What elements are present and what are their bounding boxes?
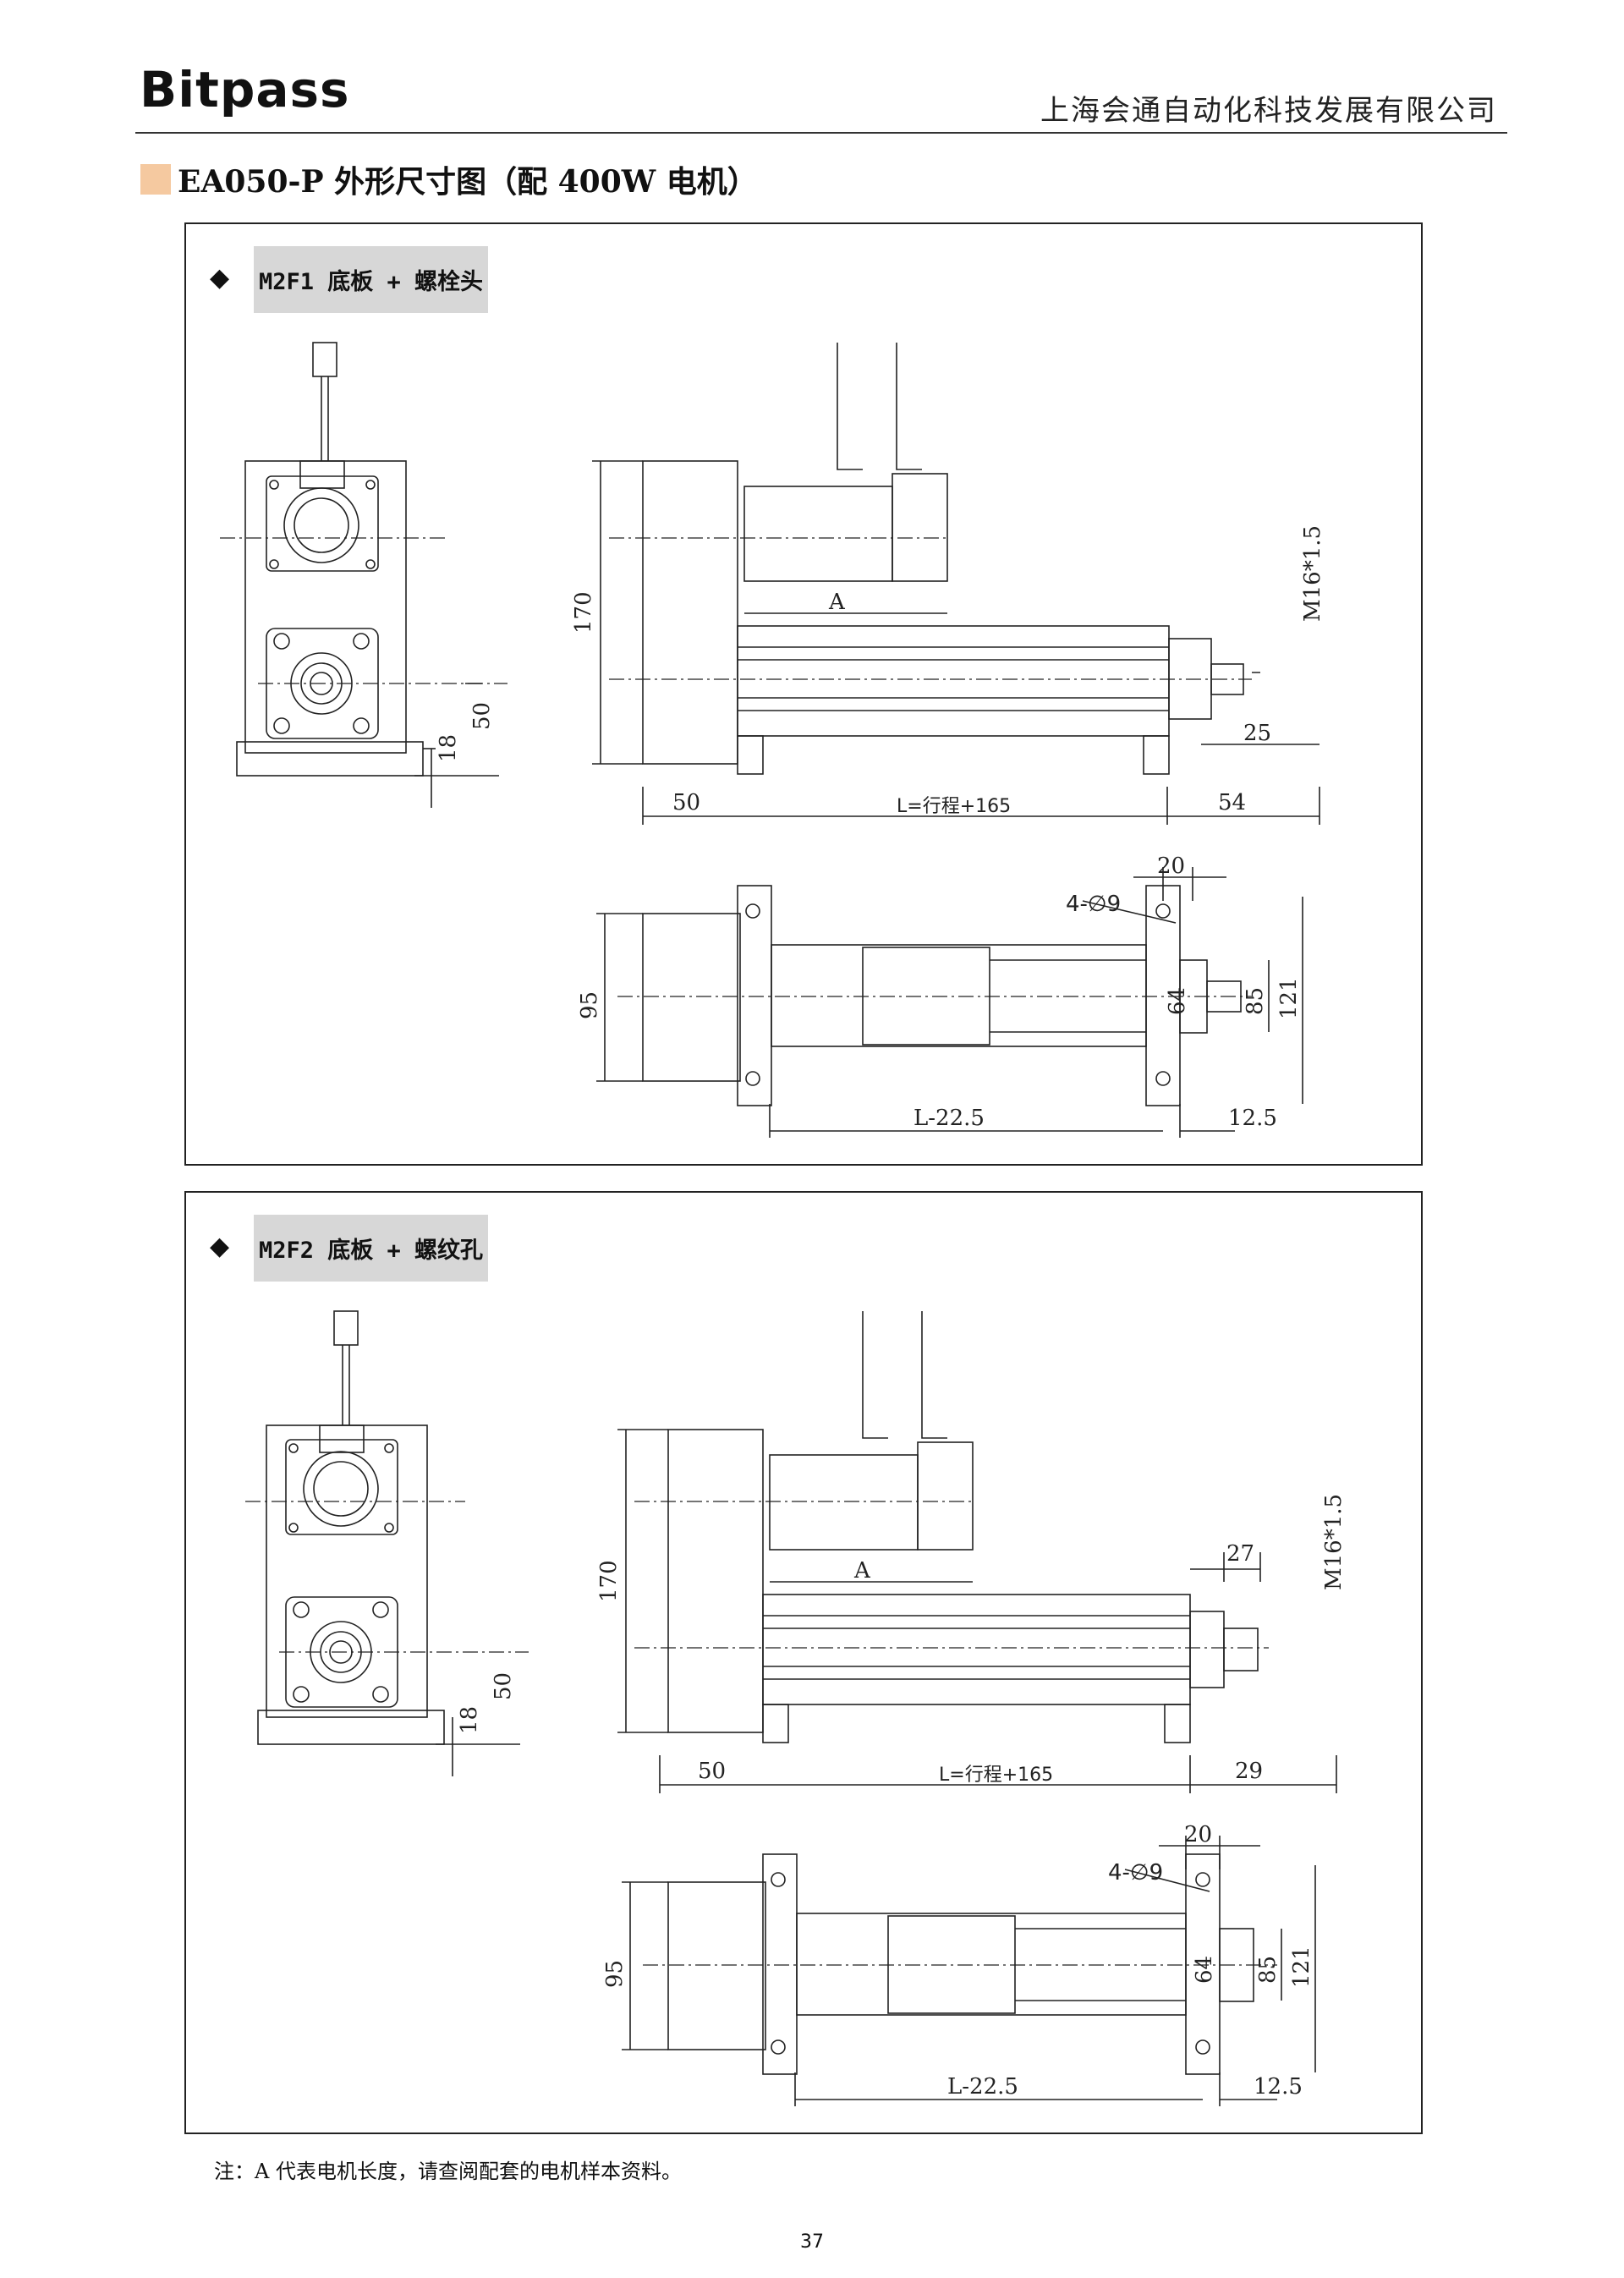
dim-50b: 50 (698, 1759, 726, 1784)
m2f2-side-dim-labels: 170 A M16*1.5 27 50 L=行程+165 29 (596, 1494, 1347, 1786)
drawing-panel-m2f2: 18 50 170 A M16*1.5 27 50 (184, 1191, 1423, 2134)
m2f1-drawing: 18 50 170 A M16*1.5 25 50 (220, 342, 1325, 1138)
dim-64: 64 (1192, 1956, 1217, 1984)
dim-A: A (828, 590, 846, 615)
dim-25: 25 (1243, 721, 1271, 746)
m2f1-side-view (592, 343, 1320, 825)
m2f2-side-view (617, 1311, 1337, 1793)
dim-95: 95 (577, 991, 602, 1019)
m2f2-front-dim-labels: 18 50 (457, 1672, 516, 1734)
dim-m16: M16*1.5 (1300, 525, 1325, 622)
dim-29: 29 (1235, 1759, 1263, 1784)
dim-85: 85 (1255, 1956, 1281, 1984)
m2f1-top-view (596, 867, 1303, 1138)
company-name: 上海会通自动化科技发展有限公司 (1040, 94, 1497, 128)
dim-50b: 50 (672, 790, 700, 815)
dim-170: 170 (596, 1560, 622, 1602)
m2f1-front-dim-labels: 18 50 (436, 702, 495, 762)
m2f2-top-view (622, 1836, 1316, 2106)
drawing-panel-m2f1: 18 50 170 A M16*1.5 25 50 (184, 222, 1423, 1166)
dim-121: 121 (1276, 977, 1302, 1019)
m2f1-side-dim-labels: 170 A M16*1.5 25 50 L=行程+165 54 (571, 525, 1325, 817)
dim-54: 54 (1218, 790, 1246, 815)
page-number: 37 (800, 2231, 824, 2253)
dim-L225: L-22.5 (914, 1106, 985, 1131)
dim-121: 121 (1289, 1946, 1314, 1988)
dim-hole: 4-∅9 (1108, 1860, 1163, 1886)
section-heading: EA050-P 外形尺寸图（配 400W 电机） (140, 161, 758, 200)
dim-12-5: 12.5 (1228, 1106, 1277, 1131)
dim-64: 64 (1165, 987, 1190, 1015)
dim-20: 20 (1157, 854, 1185, 879)
m2f2-drawing: 18 50 170 A M16*1.5 27 50 (245, 1310, 1347, 2106)
m2f2-front-view (245, 1310, 529, 1776)
dim-20: 20 (1184, 1822, 1212, 1847)
dim-m16: M16*1.5 (1321, 1494, 1347, 1590)
dim-12-5: 12.5 (1254, 2074, 1303, 2100)
dim-A: A (853, 1558, 871, 1584)
diamond-bullet-icon: ◆ (210, 263, 230, 293)
heading-square-icon (140, 164, 171, 195)
dim-L225: L-22.5 (947, 2074, 1018, 2100)
dim-170: 170 (571, 591, 596, 634)
brand-logo: Bitpass (140, 61, 350, 118)
footnote: 注：A 代表电机长度，请查阅配套的电机样本资料。 (214, 2160, 682, 2183)
page-title: EA050-P 外形尺寸图（配 400W 电机） (178, 164, 758, 200)
variant-label: M2F1 底板 + 螺栓头 (254, 246, 489, 313)
m2f1-front-view (220, 342, 508, 808)
dim-50: 50 (469, 702, 495, 730)
m2f1-top-dim-labels: 20 4-∅9 95 64 85 121 L-22.5 12.5 (577, 854, 1302, 1131)
dim-18: 18 (436, 734, 461, 762)
dim-L: L=行程+165 (939, 1765, 1053, 1786)
diamond-bullet-icon: ◆ (210, 1232, 230, 1261)
variant-label: M2F2 底板 + 螺纹孔 (254, 1215, 489, 1282)
dim-50: 50 (491, 1672, 516, 1700)
dim-18: 18 (457, 1706, 482, 1734)
dim-L: L=行程+165 (897, 796, 1011, 817)
dim-85: 85 (1243, 987, 1268, 1015)
header-rule (135, 132, 1507, 134)
dim-95: 95 (602, 1960, 628, 1988)
dim-hole: 4-∅9 (1066, 892, 1121, 917)
m2f2-top-dim-labels: 20 4-∅9 95 64 85 121 L-22.5 12.5 (602, 1822, 1314, 2100)
dim-27: 27 (1226, 1541, 1254, 1567)
